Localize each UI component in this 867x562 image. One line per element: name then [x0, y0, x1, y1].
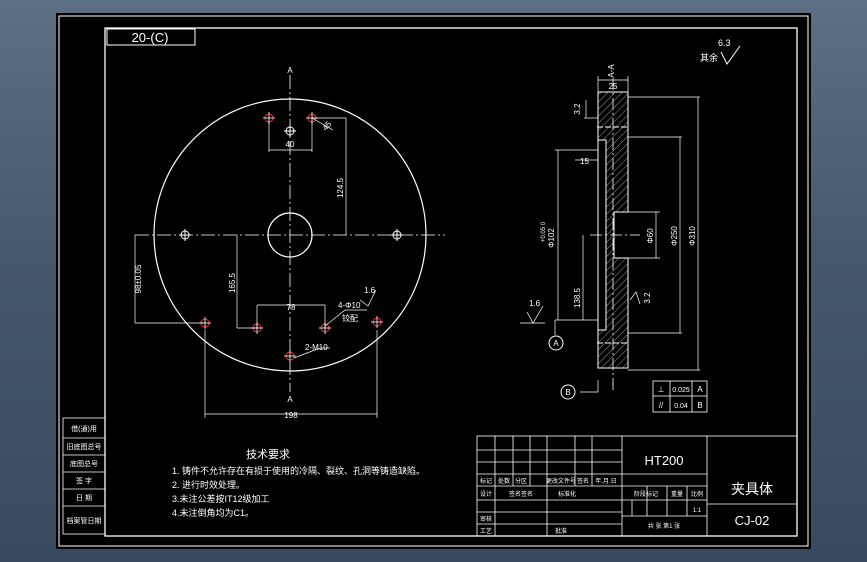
dim-1-6: 1.6: [529, 299, 541, 308]
dim-25: 25: [609, 82, 618, 91]
dim-roughness: 1.6: [364, 286, 376, 295]
front-dim-labels: 40 45 124.5 98±0.05 165.5 78 198 4-Φ10 铰…: [134, 119, 376, 420]
finish-value: 6.3: [718, 38, 731, 48]
dim-165-5: 165.5: [228, 272, 237, 293]
dim-holes-2: 2-M10: [305, 343, 328, 352]
inner-border: [104, 27, 798, 537]
tb-weight: 重量: [671, 490, 683, 498]
dim-3-2a: 3.2: [573, 103, 582, 115]
title-block: [476, 435, 798, 537]
tech-requirements: 技术要求 1. 铸件不允许存在有损于使用的冷隔、裂纹、孔洞等铸造缺陷。 2. 进…: [172, 448, 425, 518]
gdt-parallel-icon: //: [659, 401, 664, 410]
section-mark-top: A: [287, 66, 293, 75]
datum-a-circle: [548, 335, 564, 351]
tech-item-4: 4.未注倒角均为C1。: [172, 507, 254, 518]
datum-b-circle: [560, 384, 576, 400]
datum-a: A: [553, 339, 559, 348]
strip-label-5: 日 期: [76, 494, 92, 502]
tb-mark: 标记: [480, 477, 492, 485]
dim-98: 98±0.05: [134, 264, 143, 293]
tb-design: 设计: [480, 490, 492, 498]
gdt-frame: [652, 380, 708, 413]
outer-border: [58, 15, 809, 547]
left-strip: [62, 417, 106, 535]
tech-item-3: 3.未注公差按IT12级加工: [172, 493, 270, 504]
section-mark-bottom: A: [287, 395, 293, 404]
dim-reamed: 铰配: [342, 313, 358, 323]
dim-310: Φ310: [688, 226, 697, 246]
tb-approve: 批准: [555, 527, 567, 535]
dim-holes-4: 4-Φ10: [338, 301, 361, 310]
tech-item-2: 2. 进行时效处理。: [172, 479, 245, 490]
dim-250: Φ250: [670, 226, 679, 246]
tb-sheets: 共 张 第1 张: [648, 522, 680, 530]
tb-scale: 1:1: [693, 508, 702, 514]
tb-check: 审核: [480, 515, 492, 523]
tb-standard: 标准化: [558, 490, 576, 498]
tb-stage: 阶段标记: [634, 490, 658, 498]
strip-label-4: 签 字: [76, 476, 92, 485]
tb-change-doc: 更改文件号: [546, 477, 576, 485]
drawing-code: 20-(C): [132, 30, 169, 45]
front-dimensions: [134, 117, 378, 418]
tb-process: 工艺: [480, 527, 492, 535]
tb-count: 处数: [498, 477, 510, 485]
gdt-tol-1: 0.025: [672, 387, 690, 394]
drawing-code-box: 20-(C): [106, 28, 196, 46]
strip-label-3: 底图总号: [70, 459, 98, 468]
section-label: A-A: [607, 64, 616, 78]
gdt-tol-2: 0.04: [674, 403, 688, 410]
dim-78: 78: [287, 303, 296, 312]
dim-40: 40: [286, 140, 295, 149]
tb-sign: 签名: [577, 477, 589, 485]
surface-finish-symbol: 6.3 其余: [700, 38, 741, 65]
gdt-perpendicular-icon: ⊥: [658, 385, 665, 394]
white-holes: [179, 125, 403, 241]
tb-design-sign: 签名签名: [509, 490, 533, 498]
strip-label-6: 档案管日期: [67, 516, 102, 525]
drawing-number: CJ-02: [735, 513, 770, 528]
strip-label-2: 旧底图总号: [67, 442, 102, 451]
datum-b: B: [565, 388, 570, 397]
side-dim-labels: A-A 25 3.2 15 Φ102 +0.05 0 Φ60 Φ250 Φ310…: [529, 64, 703, 410]
drawing-sheet: [56, 13, 811, 549]
dim-124-5: 124.5: [336, 177, 345, 198]
dim-3-2b: 3.2: [643, 292, 652, 304]
part-name: 夹具体: [731, 481, 773, 497]
dim-138-5: 138.5: [573, 287, 582, 308]
tech-item-1: 1. 铸件不允许存在有损于使用的冷隔、裂纹、孔洞等铸造缺陷。: [172, 465, 425, 476]
dim-15: 15: [580, 157, 589, 166]
tb-ratio: 比例: [691, 490, 703, 498]
side-view: [520, 76, 708, 413]
dim-102: Φ102: [547, 228, 556, 248]
dim-102-tol: +0.05 0: [541, 221, 547, 242]
front-view: A A: [134, 66, 445, 418]
tb-date: 年.月.日: [595, 477, 616, 485]
title-block-text: HT200 夹具体 CJ-02 标记 处数 分区 更改文件号 签名 年.月.日 …: [480, 453, 773, 535]
material: HT200: [644, 453, 683, 468]
dim-198: 198: [284, 411, 298, 420]
left-strip-labels: 借(通)用 旧底图总号 底图总号 签 字 日 期 档案管日期: [67, 424, 102, 525]
strip-label-1: 借(通)用: [71, 424, 97, 433]
tb-zone: 分区: [515, 477, 527, 485]
tech-title: 技术要求: [246, 448, 290, 461]
gdt-datum-2: B: [697, 401, 702, 410]
finish-label: 其余: [700, 52, 718, 63]
dim-60: Φ60: [646, 228, 655, 244]
gdt-datum-1: A: [697, 385, 703, 394]
